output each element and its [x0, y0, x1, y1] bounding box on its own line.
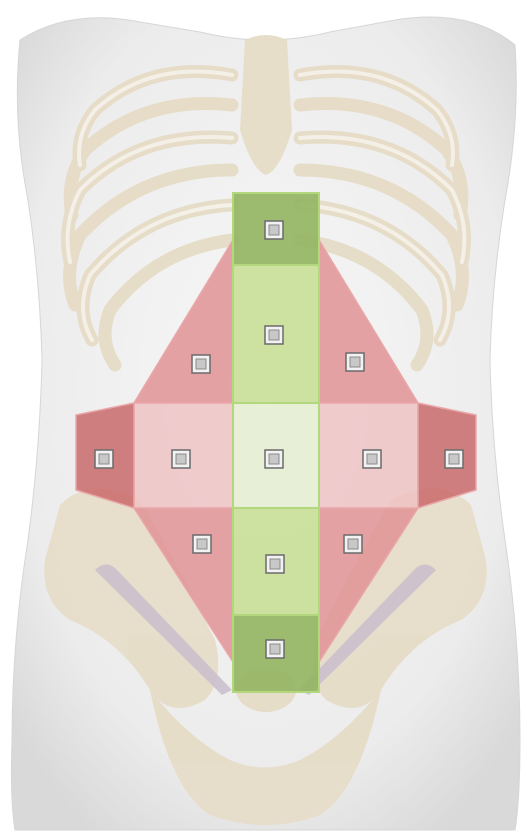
- marker-suprapubic-midline[interactable]: [266, 640, 284, 658]
- marker-lower-midline[interactable]: [266, 555, 284, 573]
- marker-right-paraumbilical[interactable]: [363, 450, 381, 468]
- marker-umbilical-center[interactable]: [265, 450, 283, 468]
- marker-left-flank[interactable]: [95, 450, 113, 468]
- marker-lower-left-quadrant[interactable]: [193, 535, 211, 553]
- marker-lower-right-quadrant[interactable]: [344, 535, 362, 553]
- marker-right-flank[interactable]: [445, 450, 463, 468]
- marker-upper-right-quadrant[interactable]: [346, 353, 364, 371]
- marker-upper-midline[interactable]: [265, 221, 283, 239]
- marker-left-paraumbilical[interactable]: [172, 450, 190, 468]
- marker-epigastric-midline[interactable]: [265, 326, 283, 344]
- midline-regions: [233, 193, 319, 692]
- marker-upper-left-quadrant[interactable]: [192, 355, 210, 373]
